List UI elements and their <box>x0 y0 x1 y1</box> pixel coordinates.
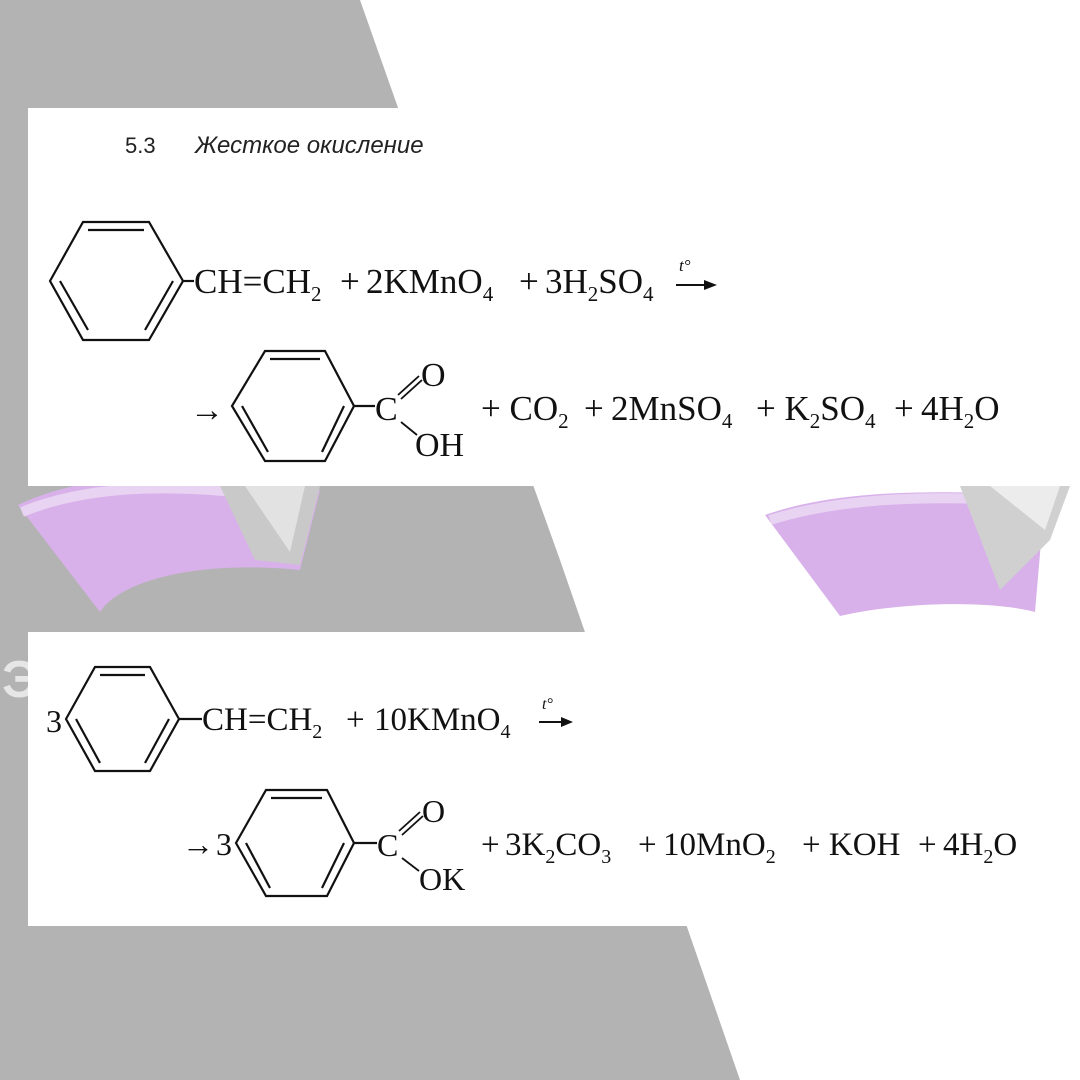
svg-text:+ KOH: + KOH <box>802 827 900 863</box>
yields-arrow-icon: → <box>182 826 214 862</box>
equation-line-2: + CO2 + 2MnSO4 + K2SO4 + 4H2O <box>481 389 1000 433</box>
svg-text:O: O <box>422 793 445 829</box>
benzene-ring-icon <box>234 788 377 898</box>
reaction-panel-neutral: 3 CH=CH2 + 10KMnO4 t° → 3 C <box>28 632 1080 926</box>
benzene-ring-icon <box>230 349 375 463</box>
equation-line-1: CH=CH2 + 2KMnO4 + 3H2SO4 t° <box>194 256 691 306</box>
svg-text:3K2CO3: 3K2CO3 <box>505 827 611 868</box>
svg-text:CH=CH2: CH=CH2 <box>202 702 322 743</box>
vinyl-subscript: 2 <box>311 282 322 306</box>
equation-line-4: + 3K2CO3 + 10MnO2 + KOH + 4H2O <box>481 827 1017 868</box>
svg-text:4H2O: 4H2O <box>943 827 1017 868</box>
svg-text:3H2SO4: 3H2SO4 <box>545 262 654 306</box>
svg-text:C: C <box>377 827 398 863</box>
svg-text:+ K2SO4: + K2SO4 <box>756 389 876 433</box>
section-title: Жесткое окисление <box>194 132 424 159</box>
product-coefficient: 3 <box>216 826 232 862</box>
svg-text:CH=CH2: CH=CH2 <box>194 262 321 306</box>
svg-text:+ CO2: + CO2 <box>481 389 569 433</box>
reaction-arrow-icon <box>539 717 573 727</box>
kmno4-coefficient: 10 <box>374 702 407 738</box>
svg-text:+: + <box>340 262 360 301</box>
svg-text:+: + <box>346 702 365 738</box>
svg-text:C: C <box>375 391 398 428</box>
vinyl-subscript: 2 <box>312 721 322 743</box>
book-decoration-right <box>765 486 1070 616</box>
svg-text:10MnO2: 10MnO2 <box>663 827 776 868</box>
carboxyl-bonds <box>397 375 423 436</box>
h2so4-coefficient: 3 <box>545 262 563 301</box>
svg-text:+: + <box>519 262 539 301</box>
reaction-panel-acidic: 5.3 Жесткое окисление CH=CH2 + 2KMnO4 + … <box>28 108 1080 486</box>
yields-arrow-icon: → <box>190 392 224 429</box>
svg-text:+: + <box>584 389 604 428</box>
benzene-ring-icon <box>48 220 194 342</box>
mno2-coefficient: 10 <box>663 827 696 863</box>
reaction-acidic: 5.3 Жесткое окисление CH=CH2 + 2KMnO4 + … <box>48 132 1000 464</box>
equation-line-3: CH=CH2 + 10KMnO4 t° <box>202 696 553 743</box>
vinyl-group: CH=CH <box>202 702 312 738</box>
reaction-condition: t° <box>542 696 553 713</box>
svg-text:OH: OH <box>415 427 464 464</box>
svg-text:OK: OK <box>419 861 465 897</box>
kmno4-coefficient: 2 <box>366 262 384 301</box>
k2co3-coefficient: 3 <box>505 827 522 863</box>
mnso4-coefficient: 2 <box>611 389 629 428</box>
svg-text:2MnSO4: 2MnSO4 <box>611 389 733 433</box>
water-coefficient: 4 <box>921 389 939 428</box>
reaction-arrow-icon <box>676 280 717 290</box>
svg-text:2KMnO4: 2KMnO4 <box>366 262 494 306</box>
carboxyl-group: C O OH <box>375 357 464 464</box>
benzene-ring-icon <box>64 665 202 773</box>
svg-text:+: + <box>894 389 914 428</box>
reactant-coefficient: 3 <box>46 703 62 739</box>
carboxylate-group: C O OK <box>377 793 465 897</box>
svg-text:O: O <box>421 357 446 394</box>
svg-text:+: + <box>918 827 937 863</box>
water-coefficient: 4 <box>943 827 960 863</box>
carboxylate-bonds <box>398 811 424 872</box>
section-number: 5.3 <box>125 133 156 158</box>
vinyl-group: CH=CH <box>194 262 311 301</box>
reaction-condition: t° <box>679 256 691 275</box>
book-decoration-left <box>18 476 320 612</box>
svg-text:+: + <box>481 827 500 863</box>
svg-text:10KMnO4: 10KMnO4 <box>374 702 511 743</box>
svg-text:4H2O: 4H2O <box>921 389 1000 433</box>
svg-text:+: + <box>638 827 657 863</box>
reaction-neutral: 3 CH=CH2 + 10KMnO4 t° → 3 C <box>46 665 1017 898</box>
